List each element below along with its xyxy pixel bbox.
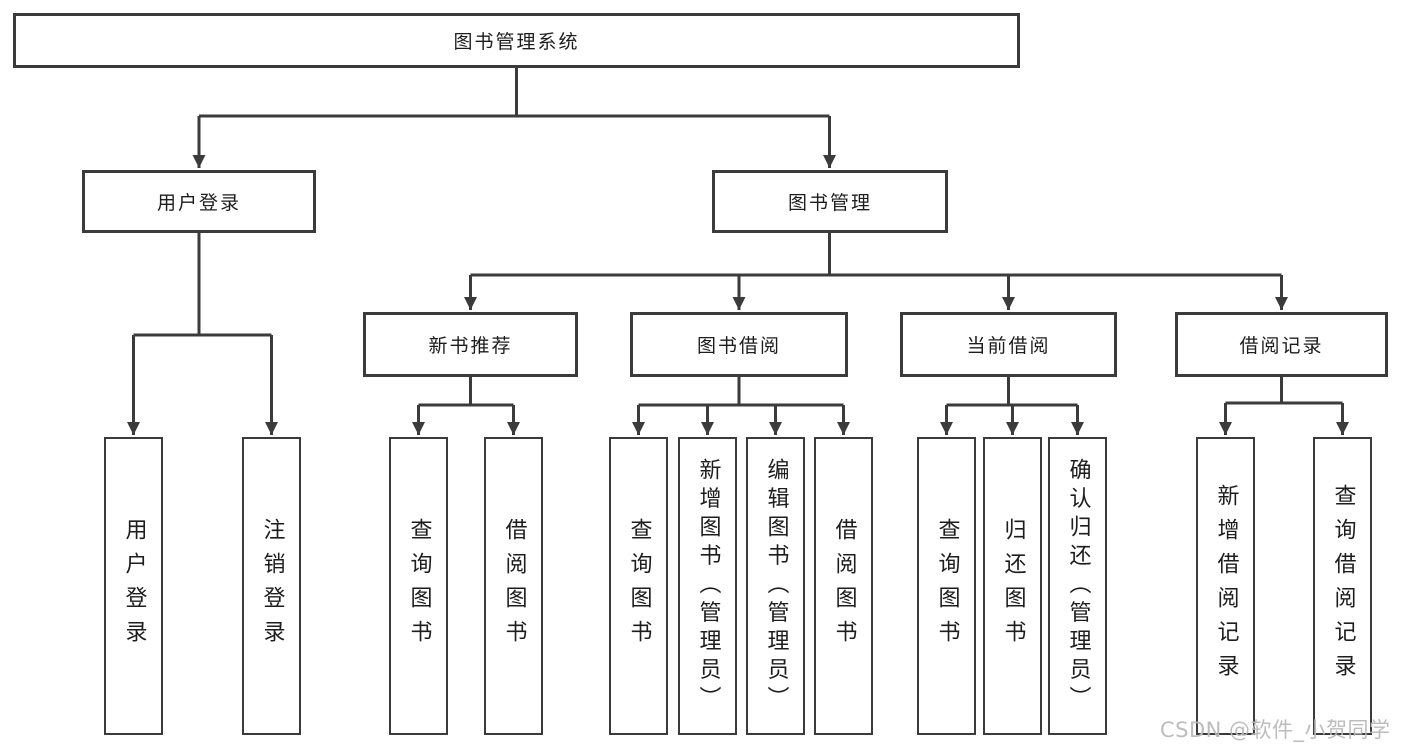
leaf-add-borrow-record: 新增借阅记录 <box>1196 437 1255 735</box>
node-new-book-recommend: 新书推荐 <box>363 312 578 377</box>
leaf-query-borrow-record-label: 查询借阅记录 <box>1330 484 1356 688</box>
leaf-edit-book-admin-label: 编辑图书（管理员） <box>763 457 789 715</box>
leaf-return-book: 归还图书 <box>983 437 1042 735</box>
node-current-borrowing: 当前借阅 <box>900 312 1117 377</box>
leaf-logout-label: 注销登录 <box>259 518 285 654</box>
leaf-user-login-label: 用户登录 <box>121 518 147 654</box>
leaf-query-books-recommend: 查询图书 <box>389 437 448 735</box>
node-library-system: 图书管理系统 <box>13 13 1020 68</box>
leaf-query-books-borrowing: 查询图书 <box>609 437 668 735</box>
leaf-add-borrow-record-label: 新增借阅记录 <box>1213 484 1239 688</box>
leaf-borrow-books-borrowing-label: 借阅图书 <box>831 518 857 654</box>
leaf-confirm-return-admin: 确认归还（管理员） <box>1048 437 1107 735</box>
csdn-watermark: CSDN @软件_小贺同学 <box>1160 718 1391 742</box>
leaf-return-book-label: 归还图书 <box>1000 518 1026 654</box>
leaf-edit-book-admin: 编辑图书（管理员） <box>746 437 805 735</box>
leaf-query-borrow-record: 查询借阅记录 <box>1313 437 1372 735</box>
leaf-logout: 注销登录 <box>242 437 301 735</box>
node-user-login: 用户登录 <box>82 170 316 233</box>
leaf-borrow-books-borrowing: 借阅图书 <box>814 437 873 735</box>
leaf-borrow-books-recommend-label: 借阅图书 <box>501 518 527 654</box>
leaf-add-book-admin: 新增图书（管理员） <box>678 437 737 735</box>
leaf-confirm-return-admin-label: 确认归还（管理员） <box>1065 457 1091 715</box>
node-book-borrowing: 图书借阅 <box>630 312 848 377</box>
leaf-user-login: 用户登录 <box>104 437 163 735</box>
node-borrowing-records: 借阅记录 <box>1175 312 1388 377</box>
leaf-query-books-borrowing-label: 查询图书 <box>626 518 652 654</box>
leaf-add-book-admin-label: 新增图书（管理员） <box>695 457 721 715</box>
leaf-borrow-books-recommend: 借阅图书 <box>484 437 543 735</box>
leaf-query-books-recommend-label: 查询图书 <box>406 518 432 654</box>
node-book-management: 图书管理 <box>712 170 948 233</box>
leaf-query-books-current-label: 查询图书 <box>934 518 960 654</box>
leaf-query-books-current: 查询图书 <box>917 437 976 735</box>
